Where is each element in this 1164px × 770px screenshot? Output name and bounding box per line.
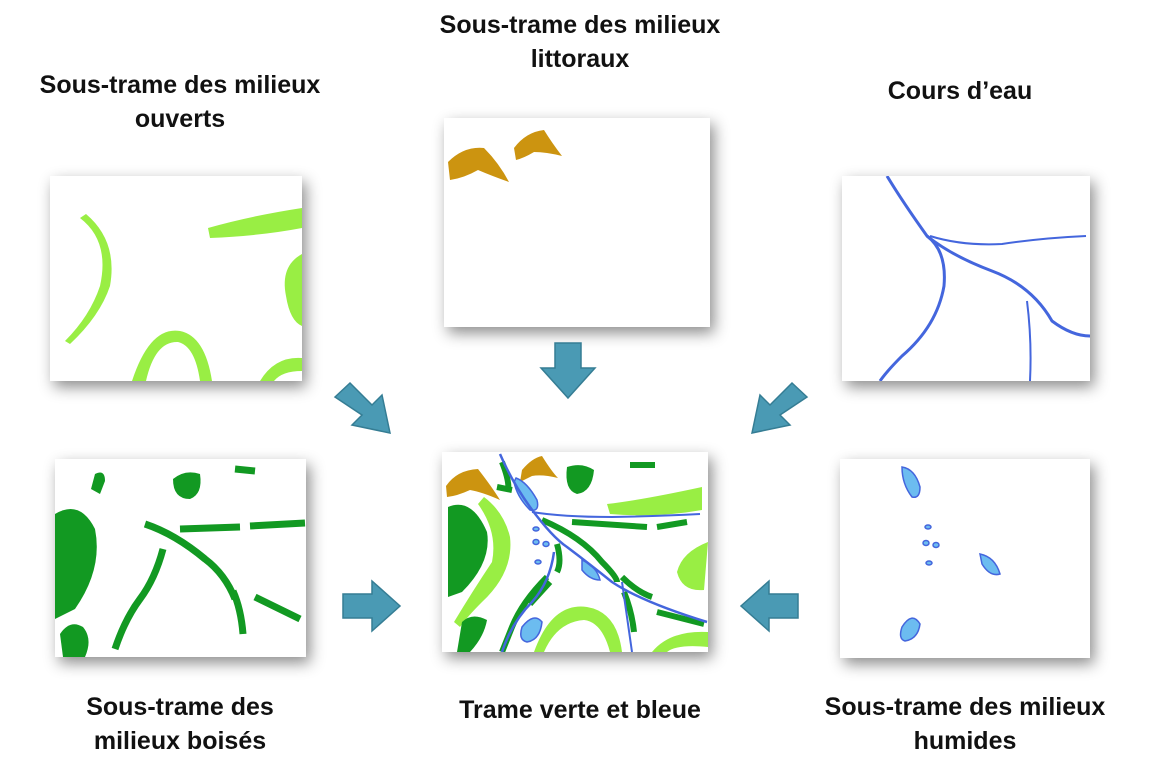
arrow-down-right-icon [333,381,391,434]
label-open-habitats: Sous-trame des milieux ouverts [39,71,321,133]
label-green-blue-network: Trame verte et bleue [459,696,701,724]
label-wooded-habitats: Sous-trame des milieux boisés [86,693,274,755]
panel-watercourses-map [842,176,1090,381]
arrow-left-icon [739,579,799,633]
label-coastal-habitats: Sous-trame des milieux littoraux [439,11,721,73]
panel-open-habitats-map [50,176,302,381]
panel-wet-habitats-map [840,459,1090,658]
panel-green-blue-network-map [442,452,708,652]
panel-wooded-habitats-map [55,459,306,657]
arrow-down-icon [539,342,597,400]
arrow-down-left-icon [751,381,809,434]
label-wet-habitats: Sous-trame des milieux humides [824,693,1106,755]
label-watercourses: Cours d’eau [887,77,1033,105]
arrow-right-icon [342,579,402,633]
panel-coastal-habitats-map [444,118,710,327]
